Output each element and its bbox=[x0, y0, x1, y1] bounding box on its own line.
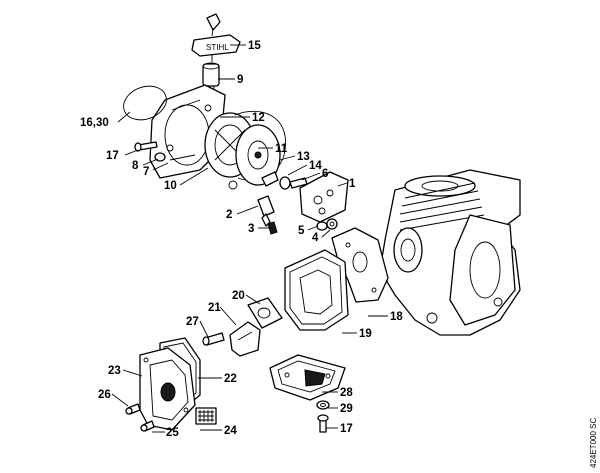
washer-part-5 bbox=[316, 221, 328, 231]
callout-12: 12 bbox=[252, 112, 265, 124]
cover-part-1 bbox=[299, 171, 349, 223]
callout-29: 29 bbox=[340, 403, 353, 415]
callout-17-top: 17 bbox=[106, 150, 119, 162]
callout-4: 4 bbox=[312, 232, 319, 244]
callout-5: 5 bbox=[298, 225, 305, 237]
callout-15: 15 bbox=[248, 40, 261, 52]
callout-7: 7 bbox=[143, 166, 149, 178]
callout-17-bottom: 17 bbox=[340, 423, 353, 435]
callout-27: 27 bbox=[186, 316, 199, 328]
spring-clip bbox=[228, 180, 238, 190]
o-ring-part-16 bbox=[123, 85, 167, 121]
callout-labels: 15 9 16,30 12 17 8 7 10 11 13 14 6 1 2 3… bbox=[80, 40, 403, 439]
screw-part-3 bbox=[267, 221, 278, 235]
callout-6: 6 bbox=[322, 168, 328, 180]
pulley-part-11 bbox=[235, 124, 281, 186]
callout-2: 2 bbox=[226, 209, 232, 221]
callout-8: 8 bbox=[132, 160, 139, 172]
engine-block bbox=[364, 169, 521, 336]
handle-text: STIHL bbox=[206, 43, 229, 52]
callout-1: 1 bbox=[349, 178, 356, 190]
callout-24: 24 bbox=[224, 425, 237, 437]
callout-25: 25 bbox=[166, 427, 179, 439]
callout-20: 20 bbox=[232, 290, 245, 302]
callout-13: 13 bbox=[297, 151, 310, 163]
screw-part-17-top bbox=[134, 141, 158, 152]
rope-guide-part-9 bbox=[202, 62, 220, 87]
gasket-plate-part-28 bbox=[269, 354, 346, 401]
callout-3: 3 bbox=[248, 223, 254, 235]
muffler-housing-part-19 bbox=[284, 249, 349, 331]
screw-part-25 bbox=[140, 420, 155, 432]
callout-18: 18 bbox=[390, 311, 403, 323]
leader-lines bbox=[111, 44, 388, 433]
screw-part-26 bbox=[125, 403, 141, 415]
screen-part-24 bbox=[195, 407, 217, 425]
starter-handle: STIHL bbox=[191, 13, 241, 57]
callout-10: 10 bbox=[164, 180, 177, 192]
callout-28: 28 bbox=[340, 387, 353, 399]
washer-part-29 bbox=[316, 400, 330, 410]
drawing-code: 424ET000 SC bbox=[589, 418, 598, 468]
pawl-part-13 bbox=[261, 171, 279, 187]
pin-part-2 bbox=[257, 195, 275, 227]
callout-26: 26 bbox=[98, 389, 111, 401]
screw-part-17-bottom bbox=[317, 414, 329, 433]
screw-part-27 bbox=[202, 332, 225, 346]
callout-23: 23 bbox=[108, 365, 121, 377]
baffle-part-21 bbox=[229, 321, 261, 357]
callout-22: 22 bbox=[224, 373, 237, 385]
callout-11: 11 bbox=[275, 143, 288, 155]
gasket-part-20 bbox=[247, 297, 283, 329]
callout-14: 14 bbox=[309, 160, 322, 172]
callout-9: 9 bbox=[237, 74, 243, 86]
cover-plate-part-23 bbox=[139, 347, 196, 431]
washer-part-14 bbox=[279, 176, 291, 190]
callout-19: 19 bbox=[359, 328, 372, 340]
callout-21: 21 bbox=[208, 302, 221, 314]
nut-part-4 bbox=[326, 218, 338, 230]
callout-16-30: 16,30 bbox=[80, 117, 109, 129]
